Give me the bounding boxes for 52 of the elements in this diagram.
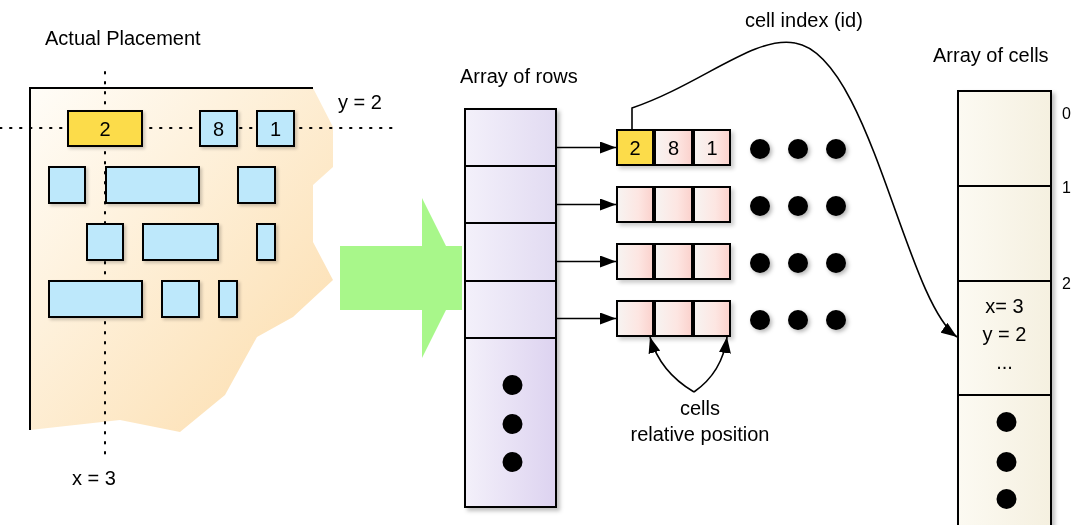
- placement-block: [199, 110, 238, 147]
- diagram-heading: Actual Placement: [45, 28, 201, 48]
- row-slot: [464, 337, 557, 508]
- row-cell: [654, 129, 693, 166]
- slot-index-number: 1: [1062, 180, 1071, 196]
- index-number: 2: [628, 137, 642, 158]
- cell-content-text: ...: [995, 352, 1014, 372]
- row-cell: [616, 300, 654, 337]
- placement-block: [48, 280, 143, 318]
- cell-slot: [957, 394, 1052, 525]
- cell-content-text: x= 3: [984, 296, 1025, 316]
- index-number: 8: [666, 137, 681, 158]
- index-number: 1: [268, 118, 283, 139]
- row-slot: [464, 222, 557, 280]
- row-cell: [654, 300, 693, 337]
- cell-slot: [957, 185, 1052, 280]
- placement-block: [256, 223, 276, 261]
- coordinate-label: y = 2: [338, 92, 382, 112]
- annotation-text: cells: [679, 398, 721, 418]
- array-title: Array of cells: [933, 45, 1049, 65]
- placement-block: [161, 280, 200, 318]
- slot-index-number: 0: [1062, 106, 1071, 122]
- placement-block: [237, 166, 276, 204]
- placement-block: [67, 110, 143, 147]
- row-cell: [654, 243, 693, 280]
- coordinate-label: x = 3: [72, 468, 116, 488]
- placement-block: [105, 166, 200, 204]
- row-cell: [616, 243, 654, 280]
- cell-slot: [957, 90, 1052, 185]
- array-title: Array of rows: [460, 66, 578, 86]
- index-number: 2: [98, 118, 112, 139]
- placement-block: [256, 110, 295, 147]
- row-cell: [693, 300, 731, 337]
- row-cell: [616, 186, 654, 223]
- placement-block: [218, 280, 238, 318]
- row-cell: [693, 243, 731, 280]
- row-cell: [654, 186, 693, 223]
- placement-block: [86, 223, 124, 261]
- placement-block: [48, 166, 86, 204]
- row-cell: [693, 129, 731, 166]
- placement-block: [142, 223, 219, 261]
- index-number: 8: [211, 118, 226, 139]
- row-cell: [616, 129, 654, 166]
- row-slot: [464, 108, 557, 165]
- row-slot: [464, 165, 557, 222]
- cell-slot: [957, 280, 1052, 394]
- cell-content-text: y = 2: [981, 324, 1028, 344]
- index-number: 1: [705, 137, 719, 158]
- annotation-text: relative position: [629, 424, 771, 444]
- slot-index-number: 2: [1062, 276, 1071, 292]
- row-slot: [464, 280, 557, 337]
- row-cell: [693, 186, 731, 223]
